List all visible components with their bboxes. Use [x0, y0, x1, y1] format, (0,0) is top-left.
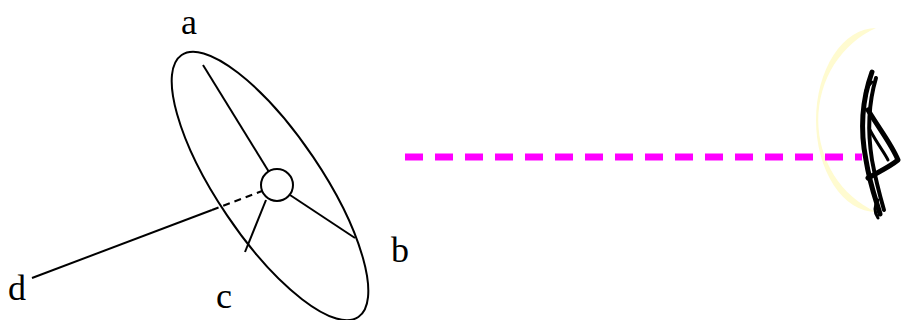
part-label: c	[216, 278, 232, 314]
eye	[863, 72, 898, 218]
crescent	[816, 28, 876, 212]
sight-line	[405, 154, 862, 161]
spoke-a	[203, 65, 269, 172]
spoke-c	[245, 200, 266, 252]
part-label: d	[8, 270, 26, 306]
axle-hidden	[212, 191, 262, 210]
part-label: a	[181, 4, 197, 40]
hub	[261, 169, 293, 201]
spoke-b	[290, 195, 355, 238]
disc	[139, 26, 402, 320]
part-label: b	[391, 232, 409, 268]
axle	[32, 210, 212, 278]
